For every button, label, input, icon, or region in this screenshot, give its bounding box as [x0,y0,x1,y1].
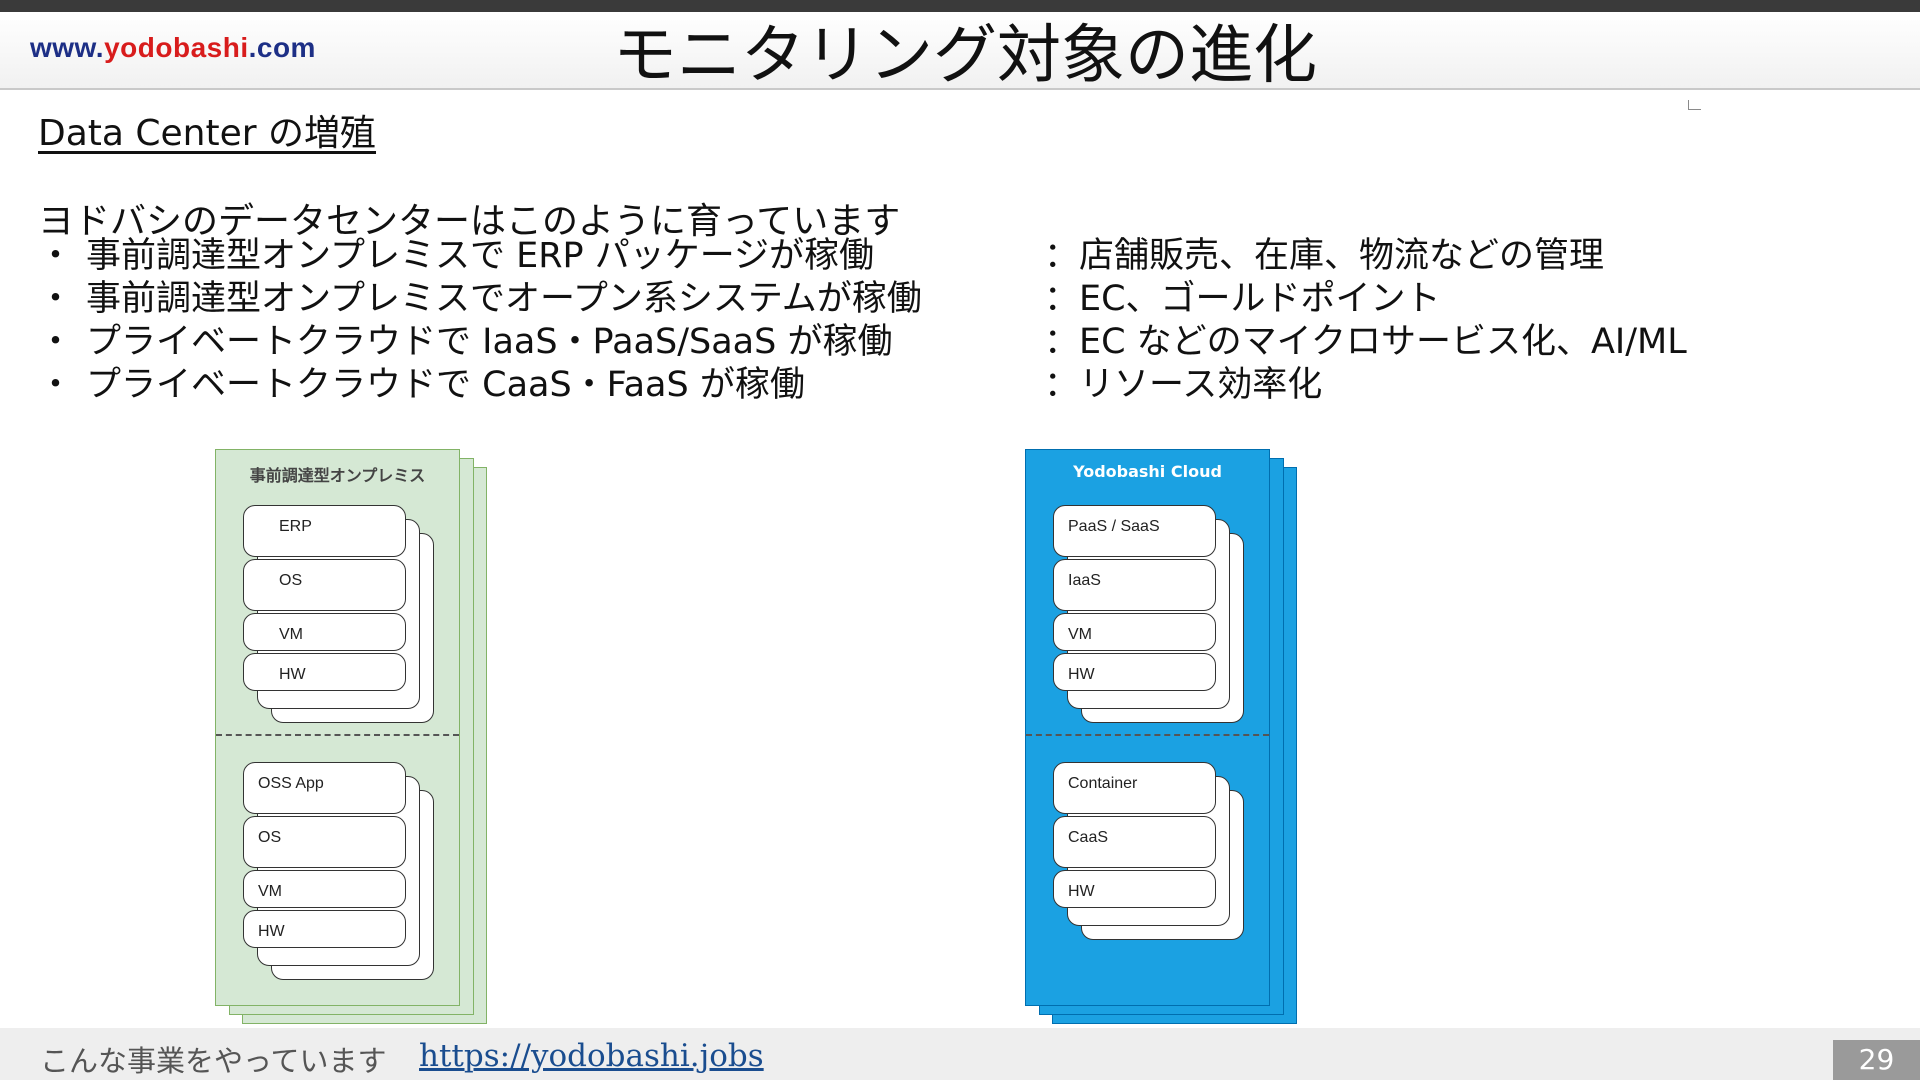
bullet-marker: ・ [38,236,74,276]
section-subtitle: Data Center の増殖 [38,113,377,154]
layer-box: OS [243,559,406,611]
layer-label: HW [1068,883,1095,900]
layer-box: PaaS / SaaS [1053,505,1216,557]
layer-box: CaaS [1053,816,1216,868]
layer-box: OS [243,816,406,868]
layer-box: VM [243,870,406,908]
layer-label: PaaS / SaaS [1068,518,1160,535]
bullet-marker: ・ [38,279,74,319]
layer-box: IaaS [1053,559,1216,611]
layer-label: OSS App [258,775,324,792]
bullet-item: ・プライベートクラウドで CaaS・FaaS が稼働 ：リソース効率化 [38,364,1818,407]
cloud-divider [1026,734,1269,736]
layer-box: HW [1053,870,1216,908]
layer-label: ERP [279,518,312,535]
jobs-link[interactable]: https://yodobashi.jobs [419,1038,764,1074]
bullet-text: 事前調達型オンプレミスで ERP パッケージが稼働 [86,236,875,276]
bullet-text: プライベートクラウドで CaaS・FaaS が稼働 [86,365,805,405]
layer-label: VM [1068,626,1092,643]
bullet-text: プライベートクラウドで IaaS・PaaS/SaaS が稼働 [86,322,893,362]
bullet-list: ・事前調達型オンプレミスで ERP パッケージが稼働 ：店舗販売、在庫、物流など… [38,235,1818,407]
bullet-marker: ・ [38,322,74,362]
bullet-marker: ・ [38,365,74,405]
slide-footer: こんな事業をやっています https://yodobashi.jobs [0,1028,1920,1080]
layer-label: IaaS [1068,572,1101,589]
layer-box: VM [243,613,406,651]
layer-label: Container [1068,775,1138,792]
layer-box: HW [243,910,406,948]
layer-box: ERP [243,505,406,557]
yodobashi-logo: www.yodobashi.com [30,32,316,63]
page-number: 29 [1833,1040,1920,1080]
bullet-description: ：リソース効率化 [1044,365,1323,405]
bullet-text: 事前調達型オンプレミスでオープン系システムが稼働 [86,279,922,319]
layer-box: OSS App [243,762,406,814]
bullet-description: ：店舗販売、在庫、物流などの管理 [1044,236,1605,276]
slide-header: www.yodobashi.com モニタリング対象の進化 [0,12,1920,93]
layer-box: HW [1053,653,1216,691]
layer-label: VM [279,626,303,643]
layer-label: OS [279,572,303,589]
onprem-panel-title: 事前調達型オンプレミス [249,466,426,485]
layer-label: CaaS [1068,829,1109,846]
top-bar [0,0,1920,12]
layer-label: HW [279,666,306,683]
intro-text: ヨドバシのデータセンターはこのように育っています [38,201,901,242]
layer-box: Container [1053,762,1216,814]
bullet-description: ：EC、ゴールドポイント [1044,279,1441,319]
layer-box: VM [1053,613,1216,651]
bullet-item: ・プライベートクラウドで IaaS・PaaS/SaaS が稼働 ：EC などのマ… [38,321,1818,364]
corner-mark [1688,100,1701,110]
layer-box: HW [243,653,406,691]
layer-label: VM [258,883,282,900]
cloud-panel-title: Yodobashi Cloud [1073,462,1222,481]
slide-title: モニタリング対象の進化 [613,19,1317,93]
footer-text: こんな事業をやっています [40,1044,387,1078]
bullet-description: ：EC などのマイクロサービス化、AI/ML [1044,322,1687,362]
bullet-item: ・事前調達型オンプレミスでオープン系システムが稼働 ：EC、ゴールドポイント [38,278,1818,321]
bullet-item: ・事前調達型オンプレミスで ERP パッケージが稼働 ：店舗販売、在庫、物流など… [38,235,1818,278]
layer-label: HW [1068,666,1095,683]
layer-label: OS [258,829,282,846]
onprem-divider [216,734,459,736]
layer-label: HW [258,923,285,940]
